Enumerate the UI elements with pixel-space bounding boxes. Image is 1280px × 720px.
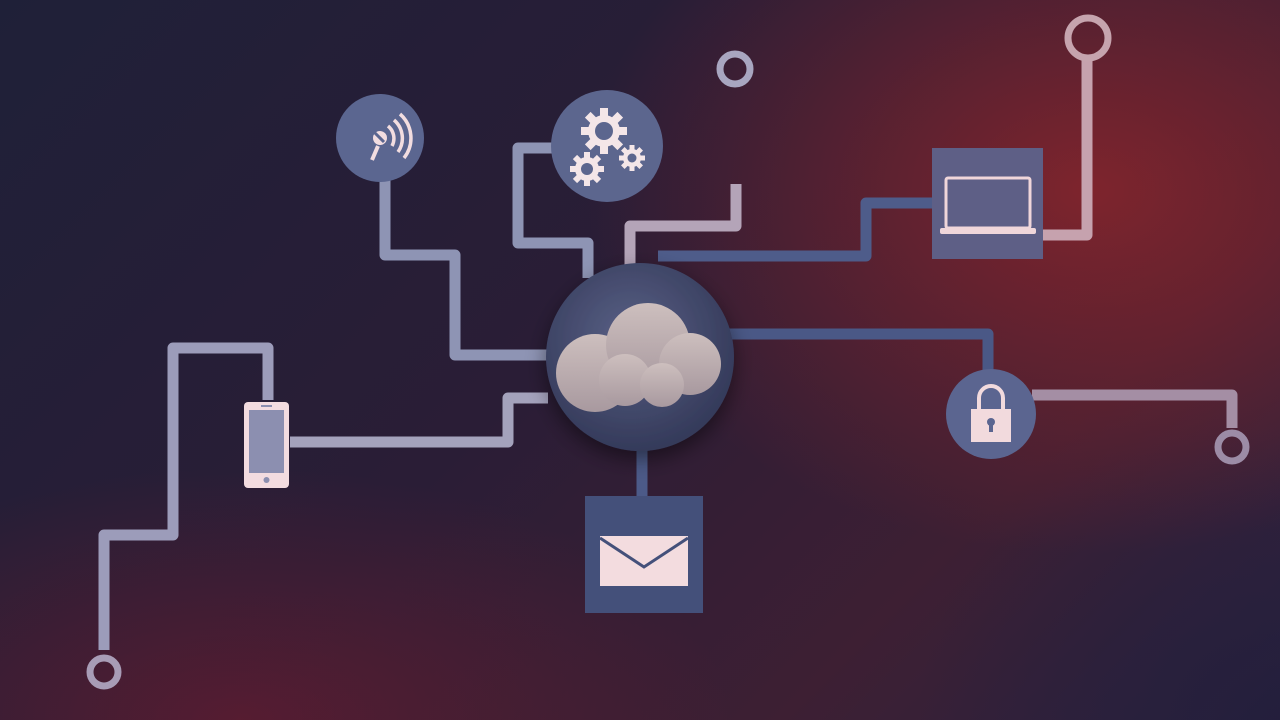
wifi-node [336, 94, 424, 182]
endpoint-ring-right [1214, 429, 1250, 465]
padlock-icon [971, 384, 1011, 442]
trace-smartphone-top [98, 342, 274, 650]
envelope-icon [599, 536, 689, 586]
gears-icon [570, 108, 645, 186]
endpoint-ring-top [716, 50, 754, 88]
laptop-icon [940, 176, 1036, 234]
wifi-signal-icon [370, 112, 413, 161]
cloud-hub [546, 263, 734, 451]
trace-endpoints [86, 14, 1250, 690]
trace-top-stub [624, 184, 742, 266]
smartphone-node [244, 402, 289, 488]
trace-laptop-endpoint [1042, 56, 1093, 241]
endpoint-ring-bottom-left [86, 654, 122, 690]
laptop-node [932, 148, 1043, 259]
trace-padlock [728, 328, 994, 380]
security-node [946, 369, 1036, 459]
trace-padlock-endpoint [1032, 389, 1238, 428]
trace-laptop [658, 197, 935, 262]
trace-wifi [379, 170, 548, 361]
endpoint-ring-top-right [1064, 14, 1112, 62]
email-node [585, 496, 703, 613]
smartphone-icon [244, 402, 289, 488]
connection-traces [98, 56, 1238, 650]
trace-gears [512, 142, 594, 278]
cloud-icon [556, 303, 721, 412]
settings-node [551, 90, 663, 202]
trace-smartphone-hub [290, 392, 548, 448]
